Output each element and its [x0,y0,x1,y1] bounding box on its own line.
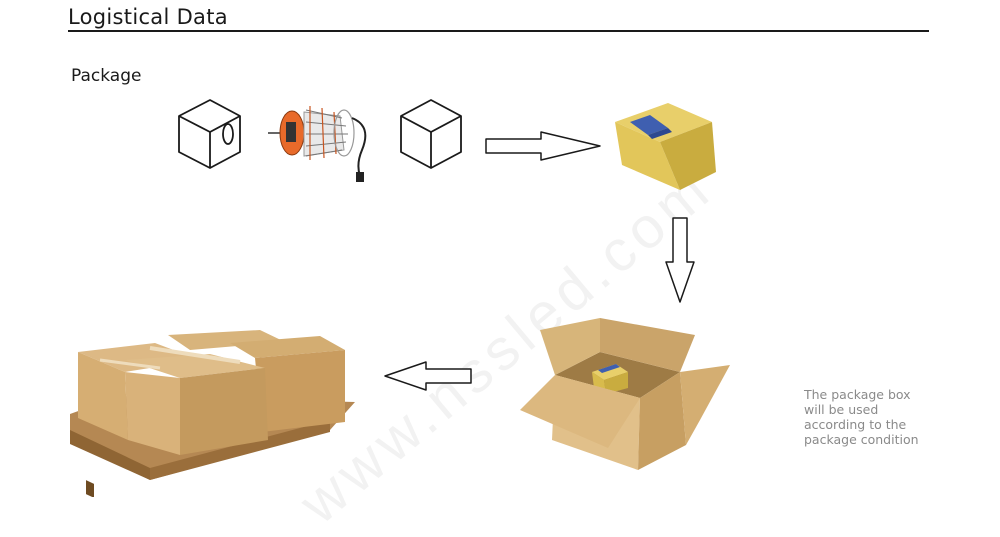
inner-box-icon [400,99,462,169]
gift-box-icon [615,103,716,190]
open-carton-icon [520,318,730,470]
note-line: will be used [804,402,879,417]
packaging-flow-diagram [70,99,730,497]
arrow-right-icon [485,131,601,161]
title-divider [68,30,929,32]
arrow-down-icon [665,217,695,303]
section-label-package: Package [71,66,142,86]
page-title: Logistical Data [68,5,228,29]
note-line: The package box [804,387,911,402]
arrow-left-icon [384,361,472,391]
note-line: according to the [804,417,907,432]
box-insert-icon [178,99,241,169]
package-note: The package box will be used according t… [804,387,954,447]
pallet-cartons-icon [70,330,355,497]
note-line: package condition [804,432,919,447]
lamp-product-icon [268,106,367,182]
